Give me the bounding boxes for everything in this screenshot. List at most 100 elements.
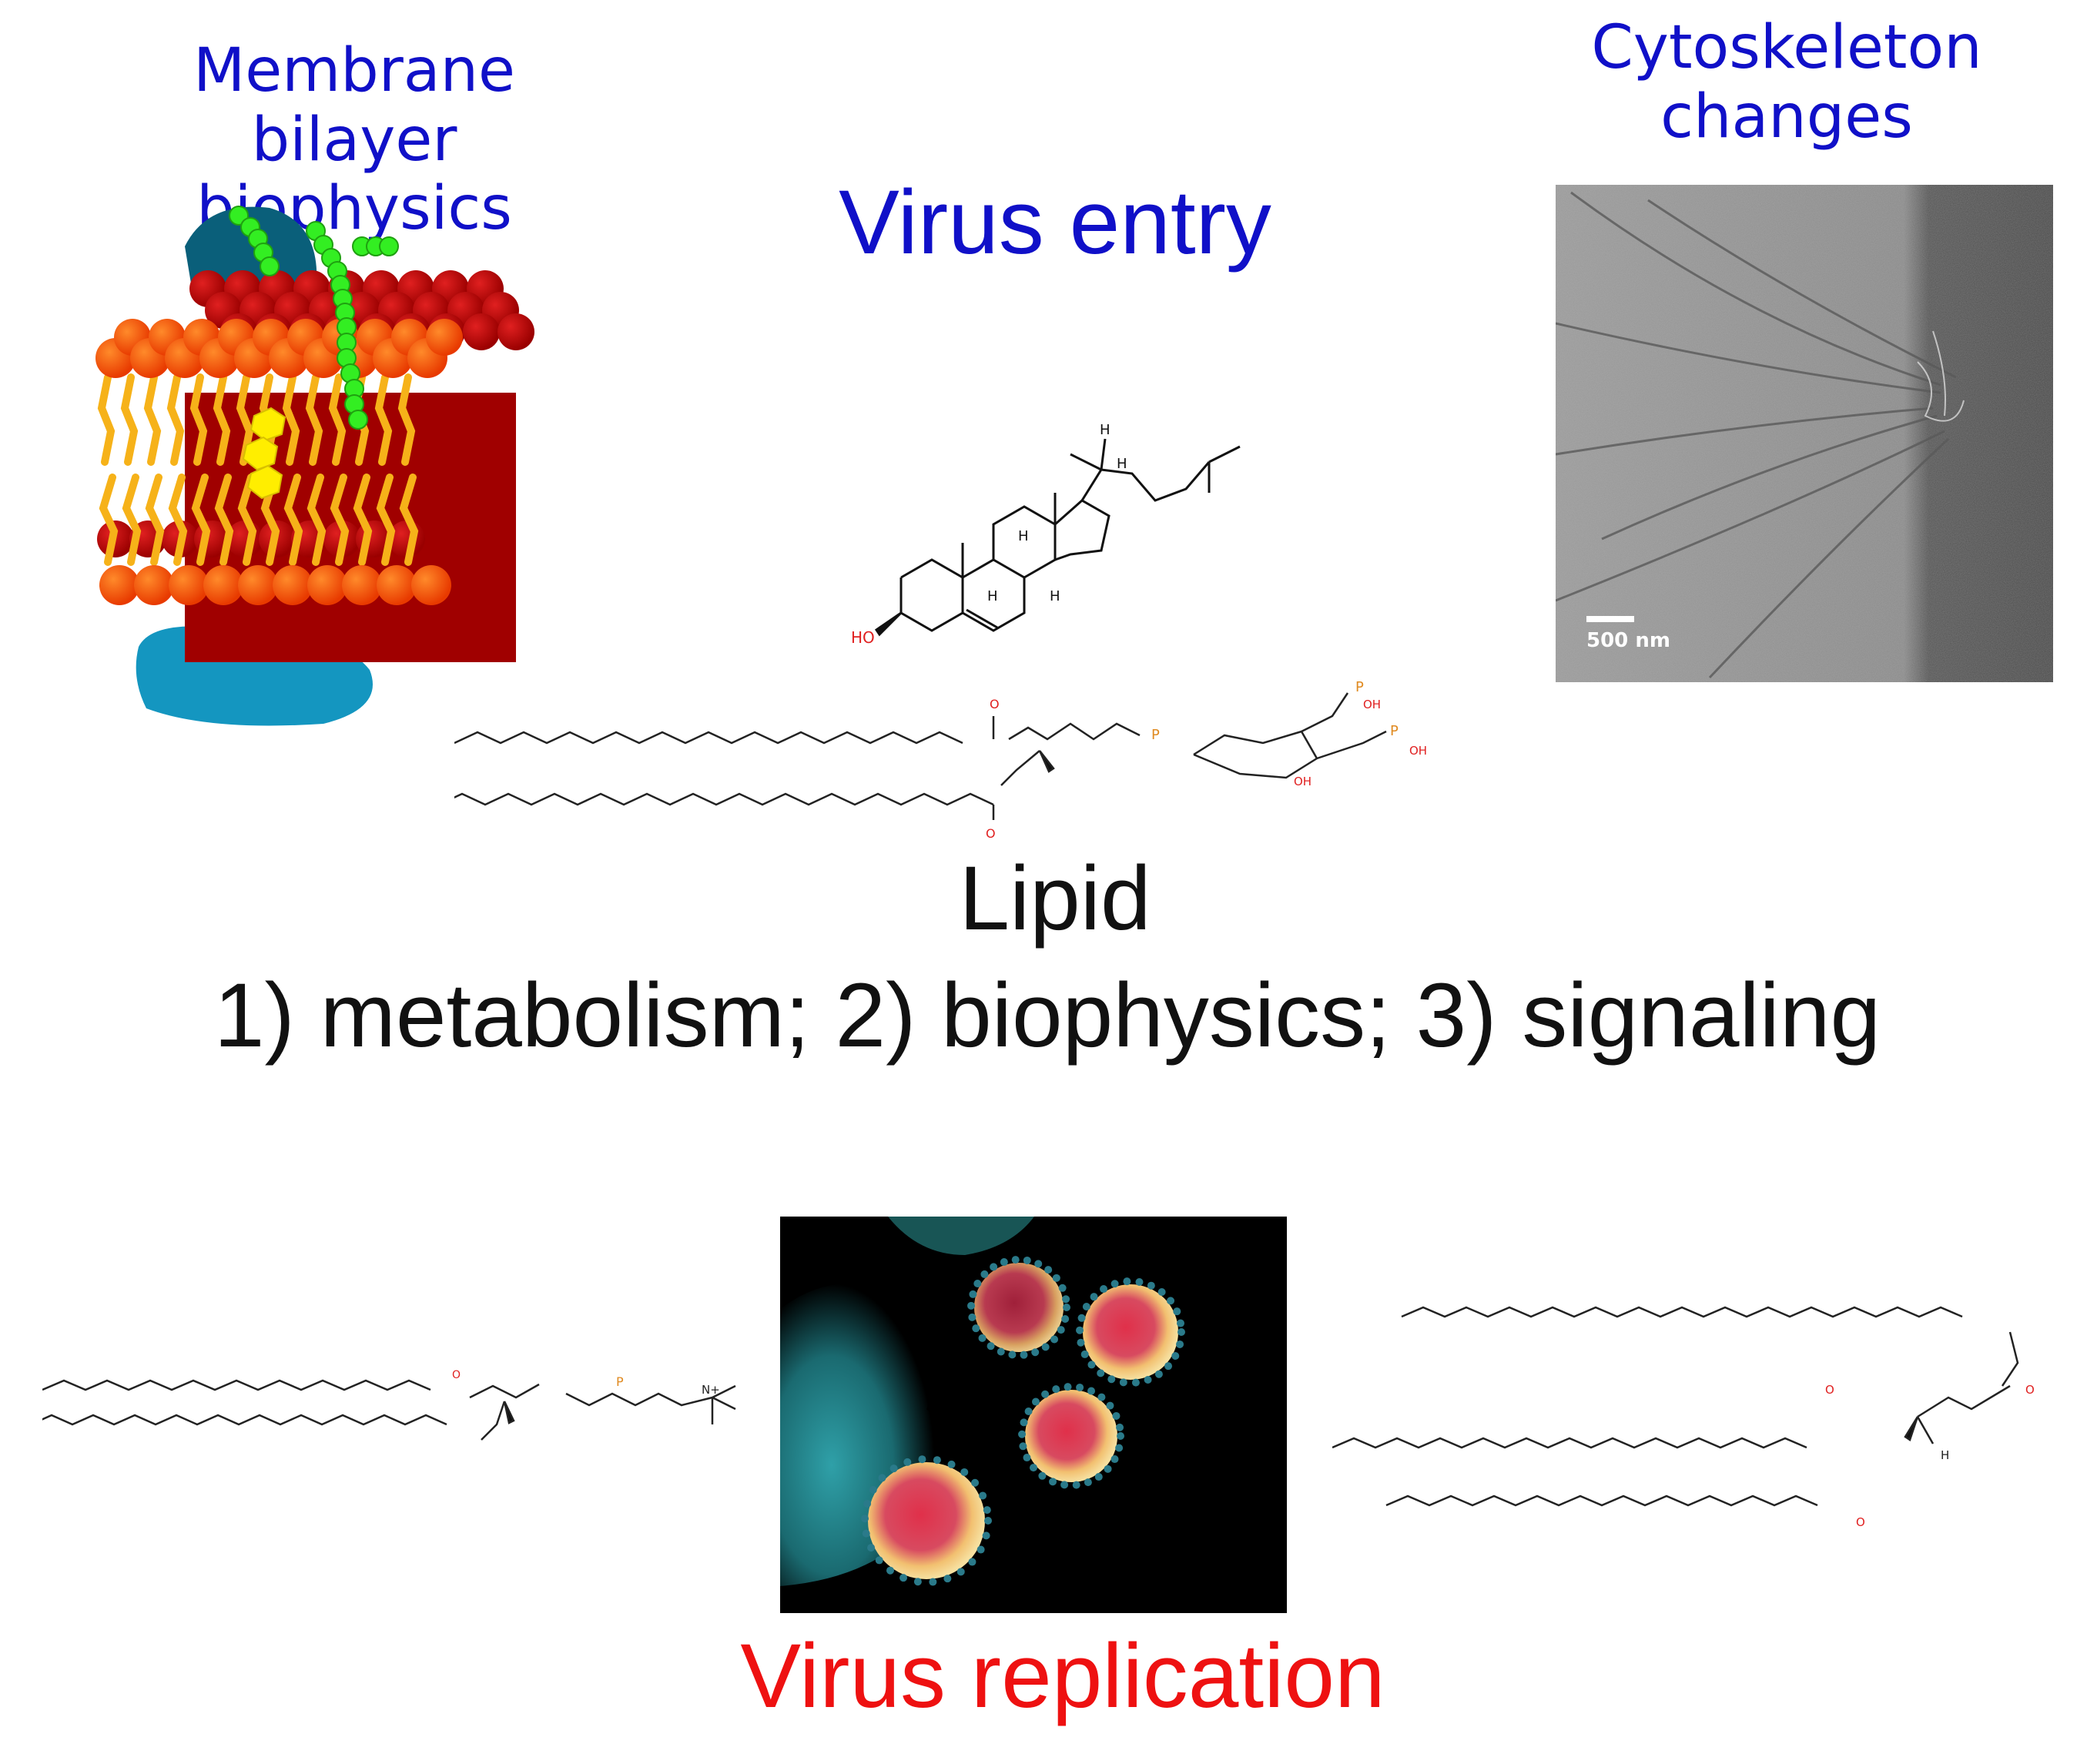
lipid-tail xyxy=(374,373,393,466)
spike-protein xyxy=(886,1566,894,1575)
spike-protein xyxy=(1061,1314,1070,1323)
lipid-head xyxy=(134,565,174,605)
spike-protein xyxy=(1076,1383,1084,1391)
pip-oxygen-1: O xyxy=(990,697,1000,711)
lipid-roles-text: 1) metabolism; 2) biophysics; 3) signali… xyxy=(213,965,1881,1066)
lipid-title: Lipid xyxy=(959,848,1151,949)
spike-protein xyxy=(867,1544,876,1552)
spike-protein xyxy=(968,1313,977,1321)
spike-protein xyxy=(1072,1481,1080,1489)
spike-protein xyxy=(933,1456,941,1464)
spike-protein xyxy=(875,1556,883,1565)
spike-protein xyxy=(1119,1378,1127,1387)
lipid-head xyxy=(497,313,534,350)
hydroxyl-label: HO xyxy=(851,628,875,647)
spike-protein xyxy=(1052,1385,1060,1394)
spike-protein xyxy=(1087,1387,1096,1395)
spike-protein xyxy=(899,1574,908,1582)
lipid-head xyxy=(342,565,382,605)
spike-protein xyxy=(1154,1370,1163,1378)
spike-protein xyxy=(1177,1328,1185,1336)
spike-protein xyxy=(1157,1287,1166,1296)
spike-protein xyxy=(1167,1297,1175,1305)
spike-protein xyxy=(1090,1293,1098,1301)
acyl-chain xyxy=(1385,1495,1818,1507)
spike-protein xyxy=(1060,1481,1069,1489)
phosphatidylcholine-structure: O P N+ xyxy=(42,1369,736,1441)
lipid-tail xyxy=(189,373,208,466)
lipid-tail xyxy=(376,474,396,566)
spike-protein xyxy=(1077,1314,1086,1322)
phosphoinositide-structure: O O P P P OH OH OH xyxy=(454,679,1427,841)
spike-protein xyxy=(969,1290,977,1298)
acyl-chain xyxy=(1401,1306,1963,1318)
spike-protein xyxy=(1058,1284,1067,1292)
scale-bar-label: 500 nm xyxy=(1586,629,1670,652)
lipid-tail xyxy=(328,373,347,466)
spike-protein xyxy=(918,1455,926,1464)
spike-protein xyxy=(980,1270,989,1278)
spike-protein xyxy=(960,1468,969,1476)
lipid-head xyxy=(169,565,209,605)
lipid-tail xyxy=(305,373,323,466)
spike-protein xyxy=(1176,1340,1184,1348)
lipid-tail xyxy=(120,373,139,466)
cytoskeleton-title: Cytoskeleton changes xyxy=(1556,13,2018,152)
lipid-head xyxy=(307,565,347,605)
spike-protein xyxy=(947,1460,956,1468)
virion xyxy=(1083,1284,1178,1380)
spike-protein xyxy=(1000,1258,1008,1267)
spike-protein xyxy=(978,1334,987,1342)
spike-protein xyxy=(979,1491,987,1500)
spike-protein xyxy=(972,1324,980,1333)
lipid-tail xyxy=(214,474,234,566)
acyl-chain xyxy=(42,1414,447,1426)
lipid-tail xyxy=(399,474,419,566)
spike-protein xyxy=(1097,1369,1105,1377)
lipid-tail xyxy=(283,474,303,566)
spike-protein xyxy=(1049,1478,1057,1486)
spike-protein xyxy=(1076,1326,1084,1334)
glycolipid-chain xyxy=(229,206,399,430)
spike-protein xyxy=(1110,1280,1119,1288)
cytoskeleton-title-text: Cytoskeleton changes xyxy=(1591,13,1982,152)
spike-protein xyxy=(1011,1256,1020,1264)
spike-protein xyxy=(971,1478,980,1487)
spike-protein xyxy=(861,1515,869,1523)
lipid-head xyxy=(377,565,417,605)
h-label-5: H xyxy=(1050,588,1060,604)
spike-protein xyxy=(1062,1295,1070,1304)
spike-protein xyxy=(1041,1390,1050,1398)
pip-oh-2: OH xyxy=(1409,744,1427,758)
spike-protein xyxy=(990,1263,998,1271)
spike-protein xyxy=(869,1486,877,1494)
spike-protein xyxy=(1052,1274,1060,1282)
spike-protein xyxy=(1164,1362,1173,1371)
spike-protein xyxy=(1104,1464,1112,1473)
spike-protein xyxy=(1023,1454,1031,1462)
pc-oxygen-1: O xyxy=(452,1369,461,1381)
lipid-head xyxy=(273,565,313,605)
spike-protein xyxy=(878,1474,886,1482)
membrane-title-text: Membrane bilayer biophysics xyxy=(193,36,516,244)
acyl-chain xyxy=(42,1379,431,1391)
membrane-bilayer-title: Membrane bilayer biophysics xyxy=(46,36,662,244)
spike-protein xyxy=(1147,1281,1155,1290)
sugar-unit xyxy=(379,236,399,256)
spike-protein xyxy=(1117,1432,1124,1440)
lipid-tail xyxy=(213,373,231,466)
spike-protein xyxy=(929,1578,937,1586)
spike-protein xyxy=(1029,1464,1037,1472)
lipid-head xyxy=(463,313,500,350)
spike-protein xyxy=(984,1517,992,1525)
pc-ammonium: N+ xyxy=(702,1383,720,1397)
lipid-tail xyxy=(330,474,350,566)
spike-protein xyxy=(1020,1418,1028,1427)
lipid-tail xyxy=(143,373,162,466)
lipid-head xyxy=(426,319,463,356)
cholesterol-structure: HO H H H H H xyxy=(851,422,1241,647)
lipid-tail xyxy=(97,373,116,466)
spike-protein xyxy=(956,1568,965,1576)
spike-protein xyxy=(1057,1326,1065,1334)
spike-protein xyxy=(1031,1397,1040,1406)
